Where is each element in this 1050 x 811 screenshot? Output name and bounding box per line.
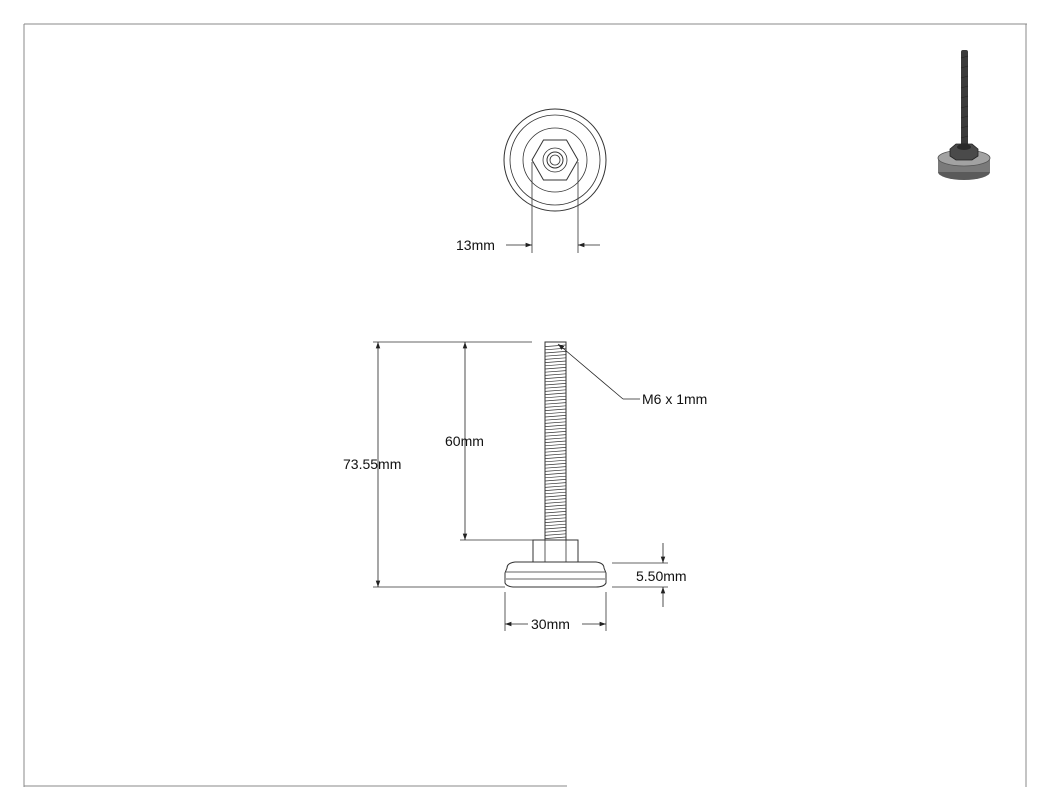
thread-line: [544, 421, 567, 424]
thread-line: [544, 360, 567, 363]
hex-width-dimension: 13mm: [456, 237, 495, 253]
thread-line: [544, 354, 567, 357]
thread-line: [544, 463, 567, 466]
thread-line: [544, 434, 567, 437]
thread-line: [544, 482, 567, 485]
thread-line: [544, 383, 567, 386]
base-chamfer-circle: [522, 127, 588, 193]
thread-line: [544, 427, 567, 431]
thread-callout: M6 x 1mm: [642, 391, 707, 407]
thread-line: [544, 498, 567, 501]
thread-line: [544, 517, 567, 520]
thread-line: [544, 399, 567, 402]
thread-line: [544, 370, 567, 373]
thread-line: [544, 472, 567, 475]
thread-line: [544, 495, 567, 498]
base-thickness-dimension: 5.50mm: [636, 568, 687, 584]
thread-line: [544, 488, 567, 491]
thread-line: [544, 431, 567, 434]
thread-line: [544, 511, 567, 514]
thread-line: [544, 475, 567, 479]
thread-line: [544, 523, 567, 527]
base-diameter-dimension: 30mm: [531, 616, 570, 632]
base-pad: [504, 561, 607, 588]
thread-line: [544, 530, 567, 533]
thread-line: [544, 405, 567, 408]
hex-inner-circle: [542, 147, 568, 173]
thread-line: [544, 453, 567, 456]
thread-line: [544, 415, 567, 418]
thread-line: [544, 447, 567, 450]
thread-line: [544, 514, 567, 517]
thread-line: [544, 408, 567, 411]
thread-line: [544, 485, 567, 488]
thread-line: [544, 395, 567, 399]
thread-line: [544, 376, 567, 379]
thread-line: [544, 504, 567, 507]
thread-line: [544, 456, 567, 459]
thread-callout-leader: [557, 343, 624, 400]
thread-line: [544, 392, 567, 395]
thread-line: [544, 411, 567, 415]
thread-line: [544, 520, 567, 523]
thread-line: [544, 386, 567, 389]
bolt-circle: [546, 151, 564, 169]
thread-line: [544, 466, 567, 469]
leveling-foot-isometric-icon: [937, 50, 991, 180]
thread-line: [544, 440, 567, 443]
overall-height-dimension: 73.55mm: [343, 456, 401, 472]
thread-line: [544, 507, 567, 511]
thread-line: [544, 424, 567, 427]
thread-line: [544, 533, 567, 536]
thread-line: [544, 501, 567, 504]
thread-line: [544, 459, 567, 463]
thread-line: [544, 373, 567, 376]
bolt-core-circle: [549, 154, 561, 166]
thread-line: [544, 379, 567, 383]
thread-line: [544, 363, 567, 367]
thread-line: [544, 418, 567, 421]
thread-length-dimension: 60mm: [445, 433, 484, 449]
thread-line: [544, 437, 567, 440]
thread-line: [544, 357, 567, 360]
thread-line: [544, 402, 567, 405]
thread-line: [544, 527, 567, 530]
top-view: 13mm: [456, 108, 607, 253]
thread-line: [544, 479, 567, 482]
thread-line: [544, 536, 567, 539]
thread-line: [544, 469, 567, 472]
thread-line: [544, 367, 567, 370]
thread-line: [544, 491, 567, 495]
base-inner-circle: [509, 114, 601, 206]
sheet-frame: [23, 23, 1027, 787]
thread-line: [544, 443, 567, 447]
thread-line: [544, 351, 567, 354]
thread-line: [544, 389, 567, 392]
front-view: 73.55mm 60mm M6 x 1mm 5.50mm 30mm: [343, 341, 707, 632]
hex-nut: [532, 539, 579, 563]
rod-threads: [544, 344, 567, 539]
thread-line: [544, 450, 567, 453]
